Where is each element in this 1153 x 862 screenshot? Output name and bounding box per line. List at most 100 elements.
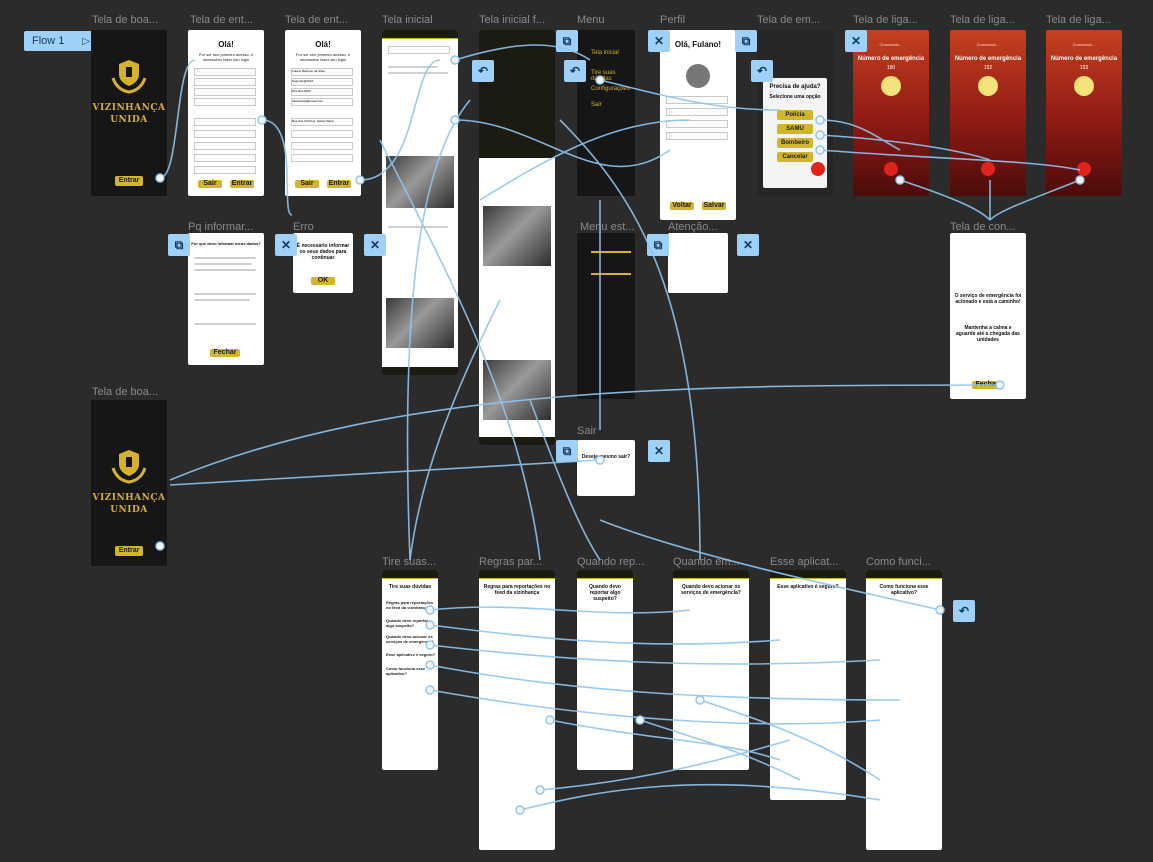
password-field-filled[interactable]: Segredo@2024 bbox=[291, 78, 353, 86]
call-screen-firefighter[interactable]: Chamando... Número de emergência 193 bbox=[1046, 30, 1122, 196]
call-screen-samu[interactable]: Chamando... Número de emergência 192 bbox=[950, 30, 1026, 196]
close-icon[interactable]: ✕ bbox=[648, 30, 670, 52]
faq-topic-rules[interactable]: Regras para reportações no feed da vizin… bbox=[386, 600, 434, 610]
profile-name-field[interactable] bbox=[666, 96, 728, 104]
phone-field-filled[interactable]: 001-001-0000 bbox=[291, 88, 353, 96]
profile-email-field[interactable] bbox=[666, 132, 728, 140]
emergency-faq-title: Quando devo acionar os serviços de emerg… bbox=[681, 584, 741, 596]
overlay-icon[interactable]: ⧉ bbox=[168, 234, 190, 256]
overlay-icon[interactable]: ⧉ bbox=[735, 30, 757, 52]
call-screen-police[interactable]: Chamando... Número de emergência 190 bbox=[853, 30, 929, 196]
home-scrolled-frame[interactable] bbox=[479, 30, 555, 445]
attention-dialog-frame[interactable] bbox=[668, 233, 728, 293]
login-button[interactable]: Entrar bbox=[230, 180, 254, 188]
home-screen-frame[interactable] bbox=[382, 30, 458, 375]
enter-button[interactable]: Entrar bbox=[115, 176, 143, 186]
brand-name-line2: UNIDA bbox=[110, 115, 148, 125]
close-icon[interactable]: ✕ bbox=[737, 234, 759, 256]
police-option[interactable]: Polícia bbox=[777, 110, 813, 120]
complement-field[interactable] bbox=[194, 130, 256, 138]
flow-start-badge[interactable]: Flow 1 ▷ bbox=[24, 31, 96, 51]
filter-panel[interactable] bbox=[479, 38, 555, 158]
menu-item-home[interactable]: Tela inicial bbox=[591, 50, 619, 56]
welcome-screen-frame[interactable]: VIZINHANÇA UNIDA Entrar bbox=[91, 30, 167, 196]
overlay-icon[interactable]: ⧉ bbox=[556, 440, 578, 462]
emergency-call-icon[interactable] bbox=[811, 162, 825, 176]
post-text bbox=[388, 72, 448, 74]
email-field[interactable] bbox=[194, 98, 256, 106]
exit-dialog-frame[interactable]: Deseja mesmo sair? bbox=[577, 440, 635, 496]
email-field-filled[interactable]: fulanosilva@email.com bbox=[291, 98, 353, 106]
name-field-filled[interactable]: Fulano Beltrano da Silva bbox=[291, 68, 353, 76]
back-arrow-icon[interactable]: ↶ bbox=[751, 60, 773, 82]
samu-option[interactable]: SAMU bbox=[777, 124, 813, 134]
error-dialog-frame[interactable]: É necessário informar os seus dados para… bbox=[293, 233, 353, 293]
back-arrow-icon[interactable]: ↶ bbox=[472, 60, 494, 82]
complement-field-2[interactable] bbox=[291, 130, 353, 138]
faq-topic-suspicious[interactable]: Quando devo reportar algo suspeito? bbox=[386, 618, 429, 628]
menu-item-line[interactable] bbox=[591, 251, 631, 253]
back-arrow-icon[interactable]: ↶ bbox=[953, 600, 975, 622]
profile-frame[interactable]: Olá, Fulano! Voltar Salvar bbox=[660, 30, 736, 220]
menu-item-settings[interactable]: Configurações bbox=[591, 86, 630, 92]
post-text bbox=[388, 226, 448, 228]
profile-phone-field[interactable] bbox=[666, 120, 728, 128]
faq-frame[interactable]: Tire suas dúvidas Regras para reportaçõe… bbox=[382, 570, 438, 770]
emergency-frame[interactable]: Precisa de ajuda? Selecione uma opção Po… bbox=[757, 30, 833, 196]
why-inform-frame[interactable]: Por que devo informar meus dados? Fechar bbox=[188, 233, 264, 365]
faq-topic-safe[interactable]: Esse aplicativo é seguro? bbox=[386, 652, 436, 657]
address-field-filled[interactable]: Rua dos Vizinhos, Santa Olaria bbox=[291, 118, 353, 126]
neighborhood-field-2[interactable] bbox=[291, 142, 353, 150]
city-field[interactable] bbox=[194, 154, 256, 162]
hangup-icon[interactable] bbox=[1077, 162, 1091, 176]
faq-suspicious-frame[interactable]: Quando devo reportar algo suspeito? bbox=[577, 570, 633, 770]
welcome-screen-frame-2[interactable]: VIZINHANÇA UNIDA Entrar bbox=[91, 400, 167, 566]
faq-emergency-frame[interactable]: Quando devo acionar os serviços de emerg… bbox=[673, 570, 749, 770]
name-field[interactable] bbox=[194, 68, 256, 76]
faq-rules-frame[interactable]: Regras para reportações no feed da vizin… bbox=[479, 570, 555, 850]
play-icon[interactable]: ▷ bbox=[82, 35, 90, 47]
close-icon[interactable]: ✕ bbox=[845, 30, 867, 52]
login-button-2[interactable]: Entrar bbox=[327, 180, 351, 188]
faq-topic-emergency[interactable]: Quando devo acionar os serviços de emerg… bbox=[386, 634, 434, 644]
faq-topic-how[interactable]: Como funciona esse aplicativo? bbox=[386, 666, 426, 676]
call-number: 190 bbox=[886, 65, 896, 71]
menu-item-exit[interactable]: Sair bbox=[591, 102, 602, 108]
hangup-icon[interactable] bbox=[884, 162, 898, 176]
save-button[interactable]: Salvar bbox=[702, 202, 726, 210]
hangup-icon[interactable] bbox=[981, 162, 995, 176]
phone-field[interactable] bbox=[194, 88, 256, 96]
call-status: Chamando... bbox=[879, 42, 903, 47]
post-photo bbox=[483, 360, 551, 420]
faq-safe-frame[interactable]: Esse aplicativo é seguro? bbox=[770, 570, 846, 800]
exit-button-2[interactable]: Sair bbox=[295, 180, 319, 188]
neighborhood-field[interactable] bbox=[194, 142, 256, 150]
cancel-option[interactable]: Cancelar bbox=[777, 152, 813, 162]
close-button[interactable]: Fechar bbox=[210, 349, 240, 357]
profile-password-field[interactable] bbox=[666, 108, 728, 116]
enter-button-2[interactable]: Entrar bbox=[115, 546, 143, 556]
overlay-icon[interactable]: ⧉ bbox=[647, 234, 669, 256]
menu-item-line[interactable] bbox=[591, 273, 631, 275]
login-screen-frame-2[interactable]: Olá! Por ser seu primeiro acesso, é nece… bbox=[285, 30, 361, 196]
ok-button[interactable]: OK bbox=[311, 277, 335, 285]
back-arrow-icon[interactable]: ↶ bbox=[564, 60, 586, 82]
state-field[interactable] bbox=[194, 166, 256, 174]
city-field-2[interactable] bbox=[291, 154, 353, 162]
overlay-icon[interactable]: ⧉ bbox=[556, 30, 578, 52]
emergency-faq-header-bar bbox=[673, 570, 749, 579]
exit-button[interactable]: Sair bbox=[198, 180, 222, 188]
login-screen-frame-1[interactable]: Olá! Por ser seu primeiro acesso, é nece… bbox=[188, 30, 264, 196]
firefighter-option[interactable]: Bombeiro bbox=[777, 138, 813, 148]
close-icon[interactable]: ✕ bbox=[364, 234, 386, 256]
menu-expanded-frame[interactable] bbox=[577, 233, 635, 399]
close-icon[interactable]: ✕ bbox=[648, 440, 670, 462]
address-field[interactable] bbox=[194, 118, 256, 126]
password-field[interactable] bbox=[194, 78, 256, 86]
avatar[interactable] bbox=[686, 64, 710, 88]
faq-how-frame[interactable]: Como funciona esse aplicativo? bbox=[866, 570, 942, 850]
home-search-input[interactable] bbox=[388, 46, 450, 54]
close-icon[interactable]: ✕ bbox=[275, 234, 297, 256]
back-button[interactable]: Voltar bbox=[670, 202, 694, 210]
